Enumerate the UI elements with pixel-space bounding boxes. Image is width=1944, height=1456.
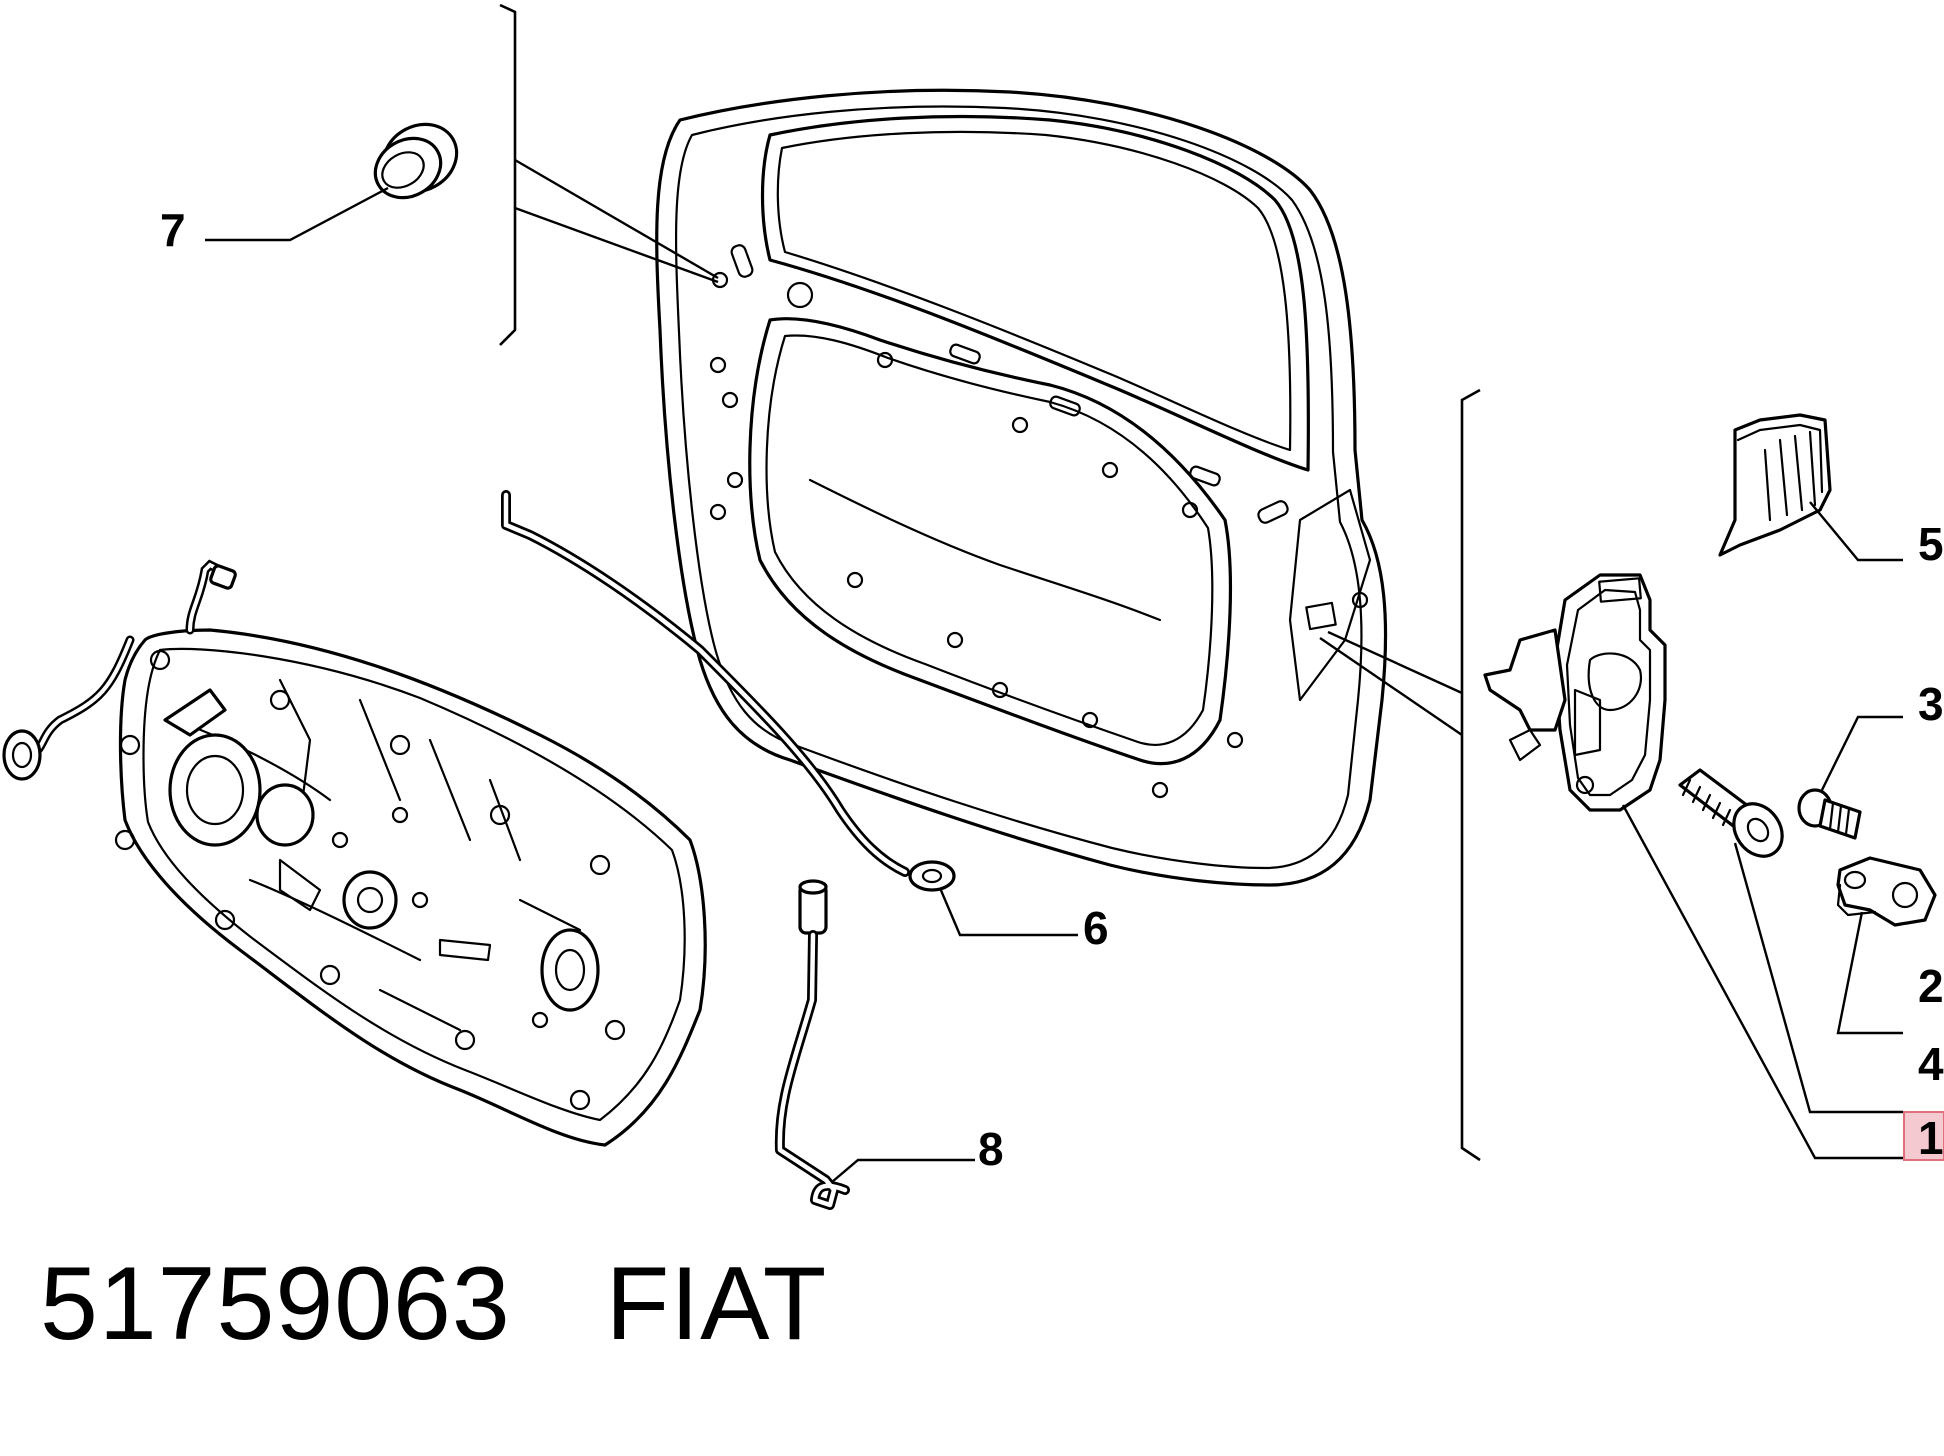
part-6-rod: [501, 490, 956, 892]
bracket-top: [499, 3, 517, 346]
footer-caption: 51759063 FIAT: [40, 1245, 827, 1364]
callout-8: 8: [978, 1123, 1004, 1175]
module-fastener-holes: [114, 649, 626, 1111]
part-number: 51759063: [40, 1246, 511, 1362]
leader-lines: [205, 158, 1903, 1183]
door-holes: [709, 244, 1369, 799]
part-2-plate: [1836, 856, 1937, 927]
part-7-plug: [373, 122, 459, 200]
callout-6: 6: [1083, 902, 1109, 954]
callout-4: 4: [1918, 1038, 1944, 1090]
door-frame: [655, 88, 1388, 887]
bracket-right: [1460, 388, 1481, 1162]
callout-3: 3: [1918, 678, 1944, 730]
callout-5: 5: [1918, 518, 1944, 570]
callout-2: 2: [1918, 960, 1944, 1012]
callout-7: 7: [160, 204, 186, 256]
brand-name: FIAT: [605, 1246, 828, 1362]
part-4-screw: [1678, 768, 1784, 858]
callout-1: 1: [1918, 1112, 1944, 1164]
door-module-panel: [2, 559, 707, 1147]
part-5-cover: [1718, 413, 1832, 557]
part-1-door-latch: [1483, 573, 1667, 812]
part-3-bolt: [1797, 788, 1862, 840]
part-8-rod: [774, 879, 850, 1210]
callout-1-highlight: [1903, 1111, 1944, 1161]
